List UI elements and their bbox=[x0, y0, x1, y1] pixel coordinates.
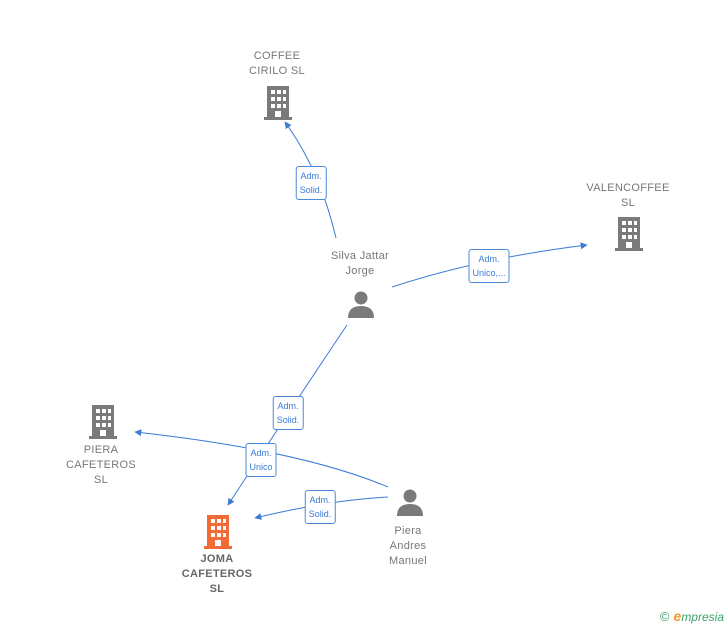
building-icon[interactable] bbox=[87, 403, 119, 439]
node-label-piera-cafeteros[interactable]: PIERA CAFETEROS SL bbox=[66, 444, 136, 486]
person-icon[interactable] bbox=[395, 487, 425, 517]
edge-label-piera-piera-cafeteros: Adm. Unico bbox=[245, 443, 277, 477]
node-label-silva-jattar[interactable]: Silva Jattar Jorge bbox=[330, 250, 390, 277]
node-label-joma-cafeteros[interactable]: JOMA CAFETEROS SL bbox=[181, 553, 253, 595]
node-label-coffee-cirilo[interactable]: COFFEE CIRILO SL bbox=[249, 50, 305, 77]
edge-label-silva-coffee-cirilo: Adm. Solid. bbox=[295, 166, 327, 200]
edge-label-silva-joma: Adm. Solid. bbox=[272, 396, 304, 430]
copyright-symbol: © bbox=[659, 608, 670, 624]
edge-label-silva-valencoffee: Adm. Unico,... bbox=[468, 249, 510, 283]
building-icon-highlighted[interactable] bbox=[202, 513, 234, 549]
node-label-valencoffee[interactable]: VALENCOFFEE SL bbox=[586, 182, 670, 209]
node-label-piera-andres[interactable]: Piera Andres Manuel bbox=[389, 525, 427, 567]
building-icon[interactable] bbox=[262, 84, 294, 120]
person-icon[interactable] bbox=[346, 289, 376, 319]
building-icon[interactable] bbox=[613, 215, 645, 251]
edge-piera-to-piera-cafeteros bbox=[134, 429, 389, 488]
brand-logo: © empresia bbox=[660, 608, 724, 624]
brand-name: empresia bbox=[673, 608, 724, 624]
edge-label-piera-joma: Adm. Solid. bbox=[304, 490, 336, 524]
